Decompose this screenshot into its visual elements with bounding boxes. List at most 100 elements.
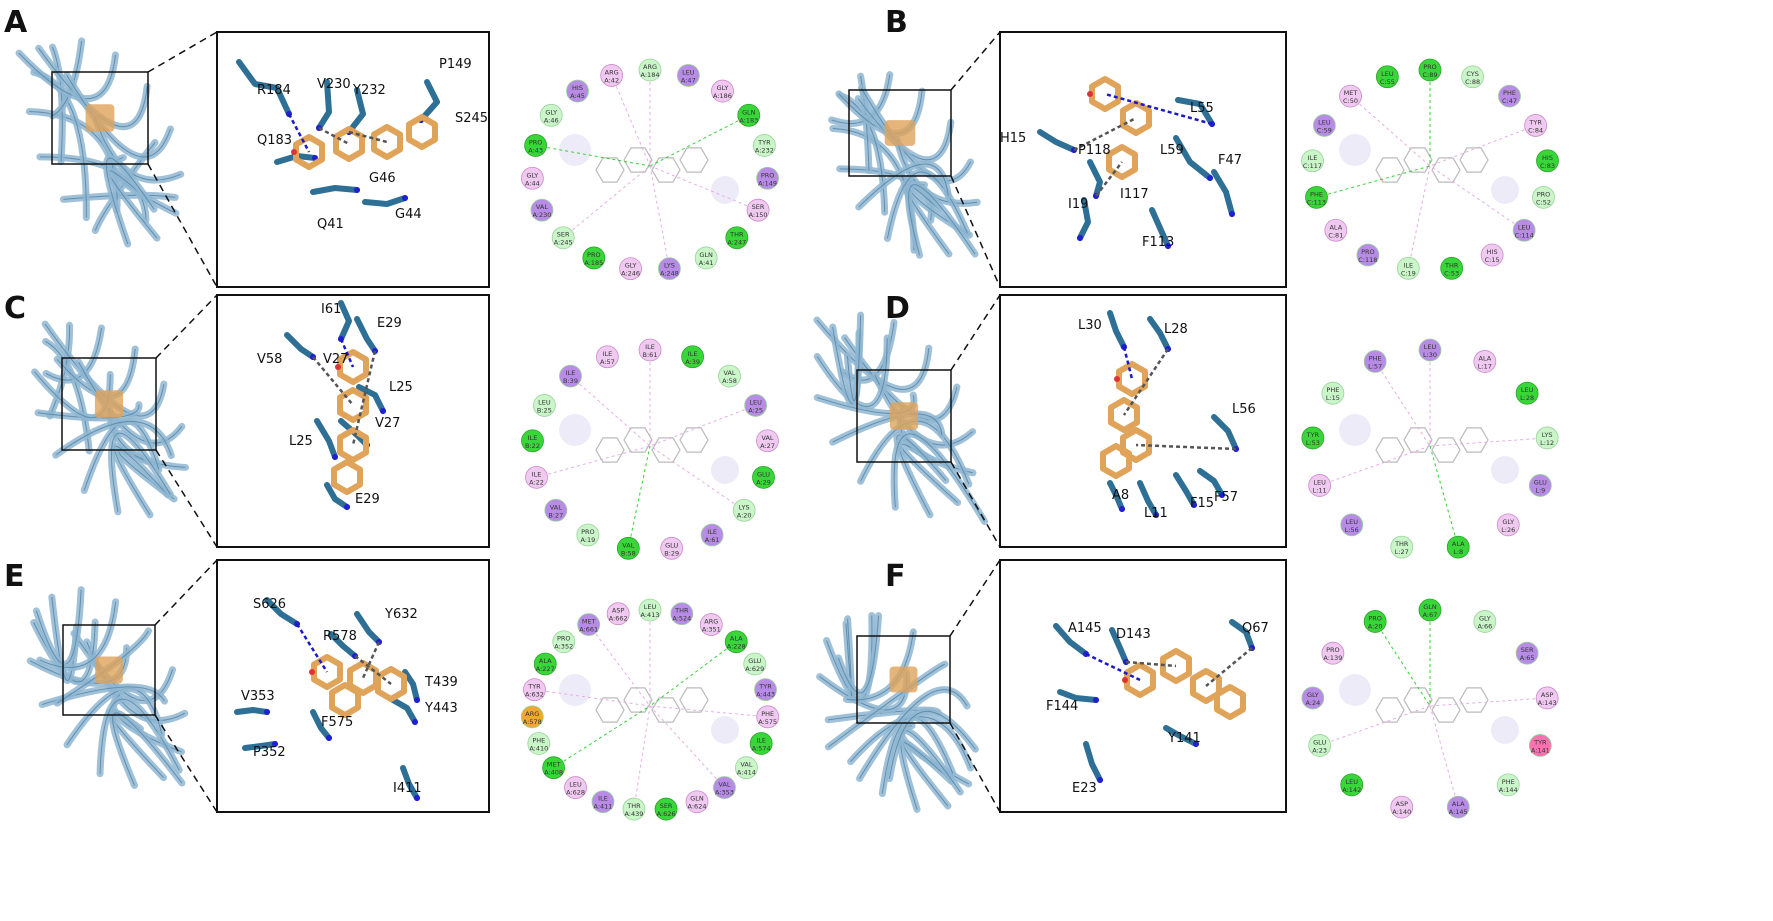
residue-circle: [520, 705, 544, 729]
residue-circle: [749, 732, 773, 755]
ribbon-edge: [857, 98, 952, 161]
residue-circle: [718, 364, 741, 388]
residue-circle: [1515, 381, 1539, 405]
residue-circle: [1528, 474, 1552, 497]
residue-circle: [1301, 149, 1324, 173]
residue-circle: [638, 58, 662, 82]
panel-letter: D: [885, 291, 910, 326]
zoom-connector-top: [949, 559, 1001, 637]
panel-letter: F: [885, 559, 906, 594]
residue-2d-chain: C:114: [1515, 231, 1534, 239]
residue-2d-chain: A:143: [1538, 699, 1557, 707]
residue-2d-chain: A:185: [584, 259, 603, 267]
residue-2d-chain: A:186: [713, 92, 732, 100]
residue-label: P118: [1078, 143, 1111, 158]
residue-stick: [338, 300, 352, 342]
residue-2d-label: ALA: [1452, 540, 1465, 548]
residue-2d-label: THR: [729, 231, 744, 239]
residue-circle: [1440, 256, 1464, 280]
residue-label: F144: [1046, 699, 1078, 714]
residue-2d-label: PRO: [1423, 63, 1437, 71]
residue-circle: [532, 394, 556, 417]
residue-2d-label: GLY: [625, 262, 637, 270]
residue-circle: [1418, 338, 1442, 362]
residue-circle: [1375, 65, 1399, 89]
residue-stick: [1147, 316, 1171, 352]
solvent-blob: [711, 716, 739, 744]
residue-2d-chain: A:20: [1368, 622, 1383, 630]
residue-stick: [402, 669, 420, 703]
residue-2d-chain: B:27: [548, 511, 563, 519]
residue-circle: [1390, 795, 1414, 819]
residue-stick: [242, 741, 278, 751]
residue-2d-chain: L:30: [1423, 351, 1437, 359]
interaction-line: [1316, 165, 1431, 198]
residue-stick: [1109, 627, 1129, 665]
residue-circle: [746, 198, 770, 222]
residue-circle: [737, 103, 761, 127]
residue-2d-chain: A:140: [1392, 808, 1411, 816]
residue-stick: [328, 631, 358, 659]
residue-circle: [685, 790, 709, 814]
residue-2d-label: PRO: [1361, 248, 1375, 256]
ligand-in-pocket: [94, 390, 124, 418]
residue-2d-chain: A:228: [727, 643, 746, 651]
residue-2d-chain: L:27: [1395, 548, 1409, 556]
ribbon-edge: [859, 689, 968, 779]
ligand-2d-ring: [651, 437, 681, 463]
residue-label: E29: [377, 316, 402, 331]
residue-2d-label: ILE: [1403, 261, 1413, 269]
protein-structure: [828, 71, 981, 259]
residue-2d-label: THR: [626, 802, 641, 810]
residue-circle: [699, 613, 723, 636]
solvent-blob: [559, 674, 591, 706]
residue-2d-chain: C:55: [1380, 78, 1395, 86]
residue-2d-label: THR: [674, 607, 689, 615]
ribbon-edge: [35, 589, 82, 665]
residue-2d-chain: A:58: [722, 377, 737, 385]
ligand-2d-ring: [1459, 427, 1489, 453]
binding-site-box: [856, 635, 951, 724]
residue-2d-label: ILE: [707, 528, 717, 536]
ligand-in-pocket: [889, 666, 918, 693]
ligand-2d-ring: [679, 147, 709, 173]
residue-circle: [681, 345, 705, 369]
residue-label: Y632: [384, 607, 418, 622]
solvent-blob: [1339, 134, 1371, 166]
residue-circle: [533, 652, 557, 676]
hydrophobic-contact: [1125, 660, 1177, 668]
residue-label: F575: [321, 715, 353, 730]
ligand-ring: [1190, 668, 1222, 704]
residue-2d-chain: L:11: [1313, 486, 1327, 494]
residue-2d-label: PRO: [529, 138, 543, 146]
residue-2d-chain: A:232: [755, 146, 774, 154]
residue-2d-label: ILE: [603, 350, 613, 358]
residue-circle: [595, 345, 619, 369]
residue-circle: [754, 678, 777, 702]
residue-2d-chain: A:247: [727, 239, 746, 247]
nitrogen-atom: [1153, 512, 1159, 518]
residue-2d-label: LEU: [1318, 118, 1331, 126]
zoom-connector-top: [155, 294, 218, 359]
residue-circle: [1312, 114, 1336, 137]
residue-2d-label: ILE: [1308, 154, 1318, 162]
protein-structure: [31, 320, 189, 519]
residue-2d-chain: C:47: [1502, 97, 1517, 105]
interaction-line: [553, 705, 651, 769]
ligand-2d-ring: [1459, 147, 1489, 173]
residue-2d-chain: A:29: [756, 478, 771, 486]
hydrogen-bond: [1122, 346, 1134, 380]
ribbon-edge: [896, 434, 947, 516]
nitrogen-atom: [414, 795, 420, 801]
residue-2d-chain: A:230: [532, 211, 551, 219]
residue-2d-chain: L:15: [1326, 394, 1340, 402]
residue-stick: [1037, 129, 1077, 153]
residue-2d-label: ALA: [1452, 800, 1465, 808]
residue-circle: [1340, 773, 1364, 797]
residue-label: F113: [1142, 235, 1174, 250]
